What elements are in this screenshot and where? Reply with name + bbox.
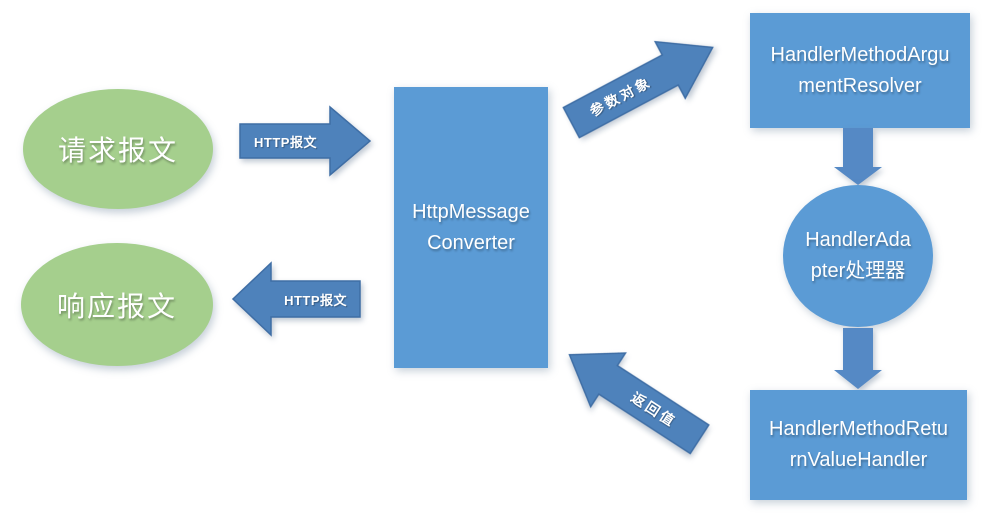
node-http-message-converter-label: HttpMessage Converter (412, 200, 530, 254)
node-request-message-label: 请求报文 (57, 135, 178, 166)
node-handler-method-return-value-handler: HandlerMethodRetu rnValueHandler (750, 390, 967, 500)
node-handler-method-return-value-handler-label: HandlerMethodRetu rnValueHandler (769, 418, 948, 471)
arrow-resolver-to-adapter (834, 128, 882, 185)
node-handler-method-argument-resolver-label: HandlerMethodArgu mentResolver (770, 43, 950, 97)
node-handler-method-argument-resolver: HandlerMethodArgu mentResolver (750, 13, 970, 128)
down-arrow-icon (834, 328, 882, 389)
arrow-http-response-label: HTTP报文 (284, 292, 348, 308)
node-request-message: 请求报文 (23, 89, 213, 209)
node-handler-adapter: HandlerAda pter处理器 (783, 185, 933, 327)
down-arrow-icon (834, 128, 882, 185)
node-http-message-converter: HttpMessage Converter (394, 87, 548, 368)
node-response-message-label: 响应报文 (56, 290, 177, 322)
node-response-message: 响应报文 (21, 243, 213, 366)
arrow-return-value: 返回值 (552, 328, 717, 466)
right-arrow-icon (239, 105, 372, 177)
arrow-http-request-label: HTTP报文 (254, 134, 317, 150)
arrow-http-response: HTTP报文 (231, 261, 361, 337)
up-right-arrow-icon (562, 40, 714, 139)
up-left-arrow-icon (568, 352, 710, 455)
node-handler-adapter-label: HandlerAda pter处理器 (805, 229, 911, 282)
left-arrow-icon (231, 261, 361, 337)
arrow-http-request: HTTP报文 (239, 105, 372, 177)
arrow-adapter-to-return-handler (834, 328, 882, 389)
arrow-param-object: 参数对象 (556, 19, 727, 151)
